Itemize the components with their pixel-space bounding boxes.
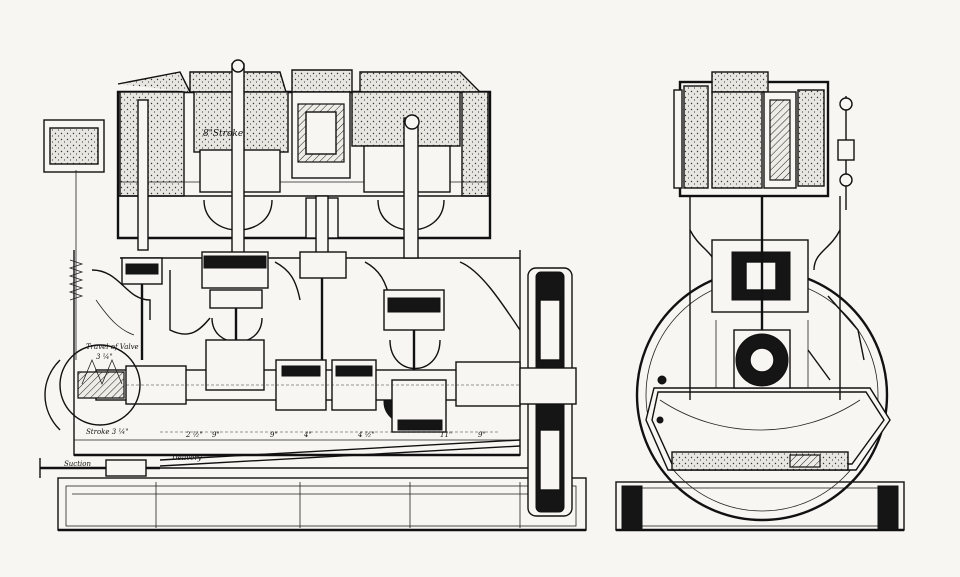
side-elevation: 8"Stroke Travel of Valve 3 ¼" Stroke 3 ¼… bbox=[39, 59, 587, 532]
end-base bbox=[615, 481, 905, 532]
travel-value-label: 3 ¼" bbox=[96, 353, 113, 361]
dim-label: 11" bbox=[440, 431, 452, 439]
end-frame bbox=[689, 196, 841, 400]
stroke-label-upper: 8"Stroke bbox=[203, 129, 243, 139]
pipes bbox=[39, 439, 521, 478]
dim-label: 2 ½" bbox=[185, 431, 203, 439]
flywheel bbox=[519, 267, 577, 517]
cylinder-block bbox=[116, 69, 492, 240]
base-plate bbox=[57, 477, 587, 532]
end-elevation bbox=[615, 71, 905, 532]
crankshaft bbox=[95, 339, 571, 433]
end-fittings bbox=[656, 96, 865, 424]
dim-label: 4 ½" bbox=[357, 431, 375, 439]
dim-label: 9" bbox=[270, 431, 278, 439]
dim-label: 9" bbox=[212, 431, 220, 439]
dim-label: 4" bbox=[303, 431, 312, 439]
governor bbox=[43, 119, 141, 431]
suction-label: Suction bbox=[64, 460, 91, 468]
piston-rods bbox=[137, 59, 420, 259]
pistons bbox=[121, 251, 445, 331]
end-cylinder-head bbox=[673, 71, 830, 198]
travel-of-valve-label: Travel of Valve bbox=[86, 343, 139, 351]
stroke-label-lower: Stroke 3 ¼" bbox=[86, 428, 128, 436]
dim-label: 9" bbox=[478, 431, 486, 439]
delivery-label: Delivery bbox=[171, 454, 203, 462]
end-crankcase bbox=[645, 387, 891, 471]
